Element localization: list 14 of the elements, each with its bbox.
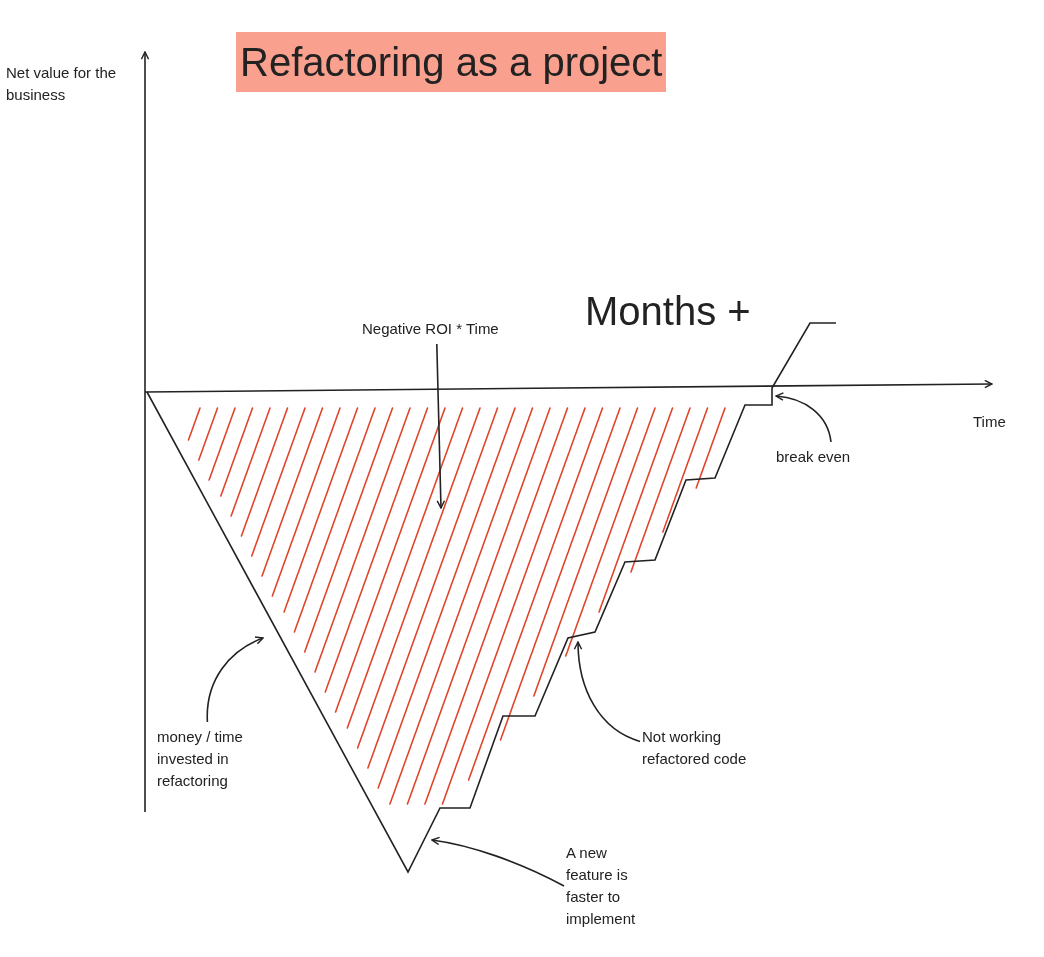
- leader-arrow: [436, 343, 446, 509]
- leader-arrow: [431, 836, 565, 887]
- annotation-text: break even: [776, 446, 876, 468]
- leader-arrow: [775, 392, 832, 443]
- annotation-text: Negative ROI * Time: [362, 318, 532, 340]
- annotation-text: A new feature is faster to implement: [566, 842, 656, 930]
- leader-arrow: [573, 641, 641, 743]
- title: Refactoring as a project: [236, 32, 667, 92]
- annotation-text: Months +: [585, 288, 751, 335]
- axis-label: Time: [973, 412, 1006, 432]
- axis-label: Net value for the business: [6, 63, 118, 105]
- annotation-text: money / time invested in refactoring: [157, 726, 277, 792]
- leader-arrow: [206, 636, 264, 723]
- annotation-text: Not working refactored code: [642, 726, 772, 770]
